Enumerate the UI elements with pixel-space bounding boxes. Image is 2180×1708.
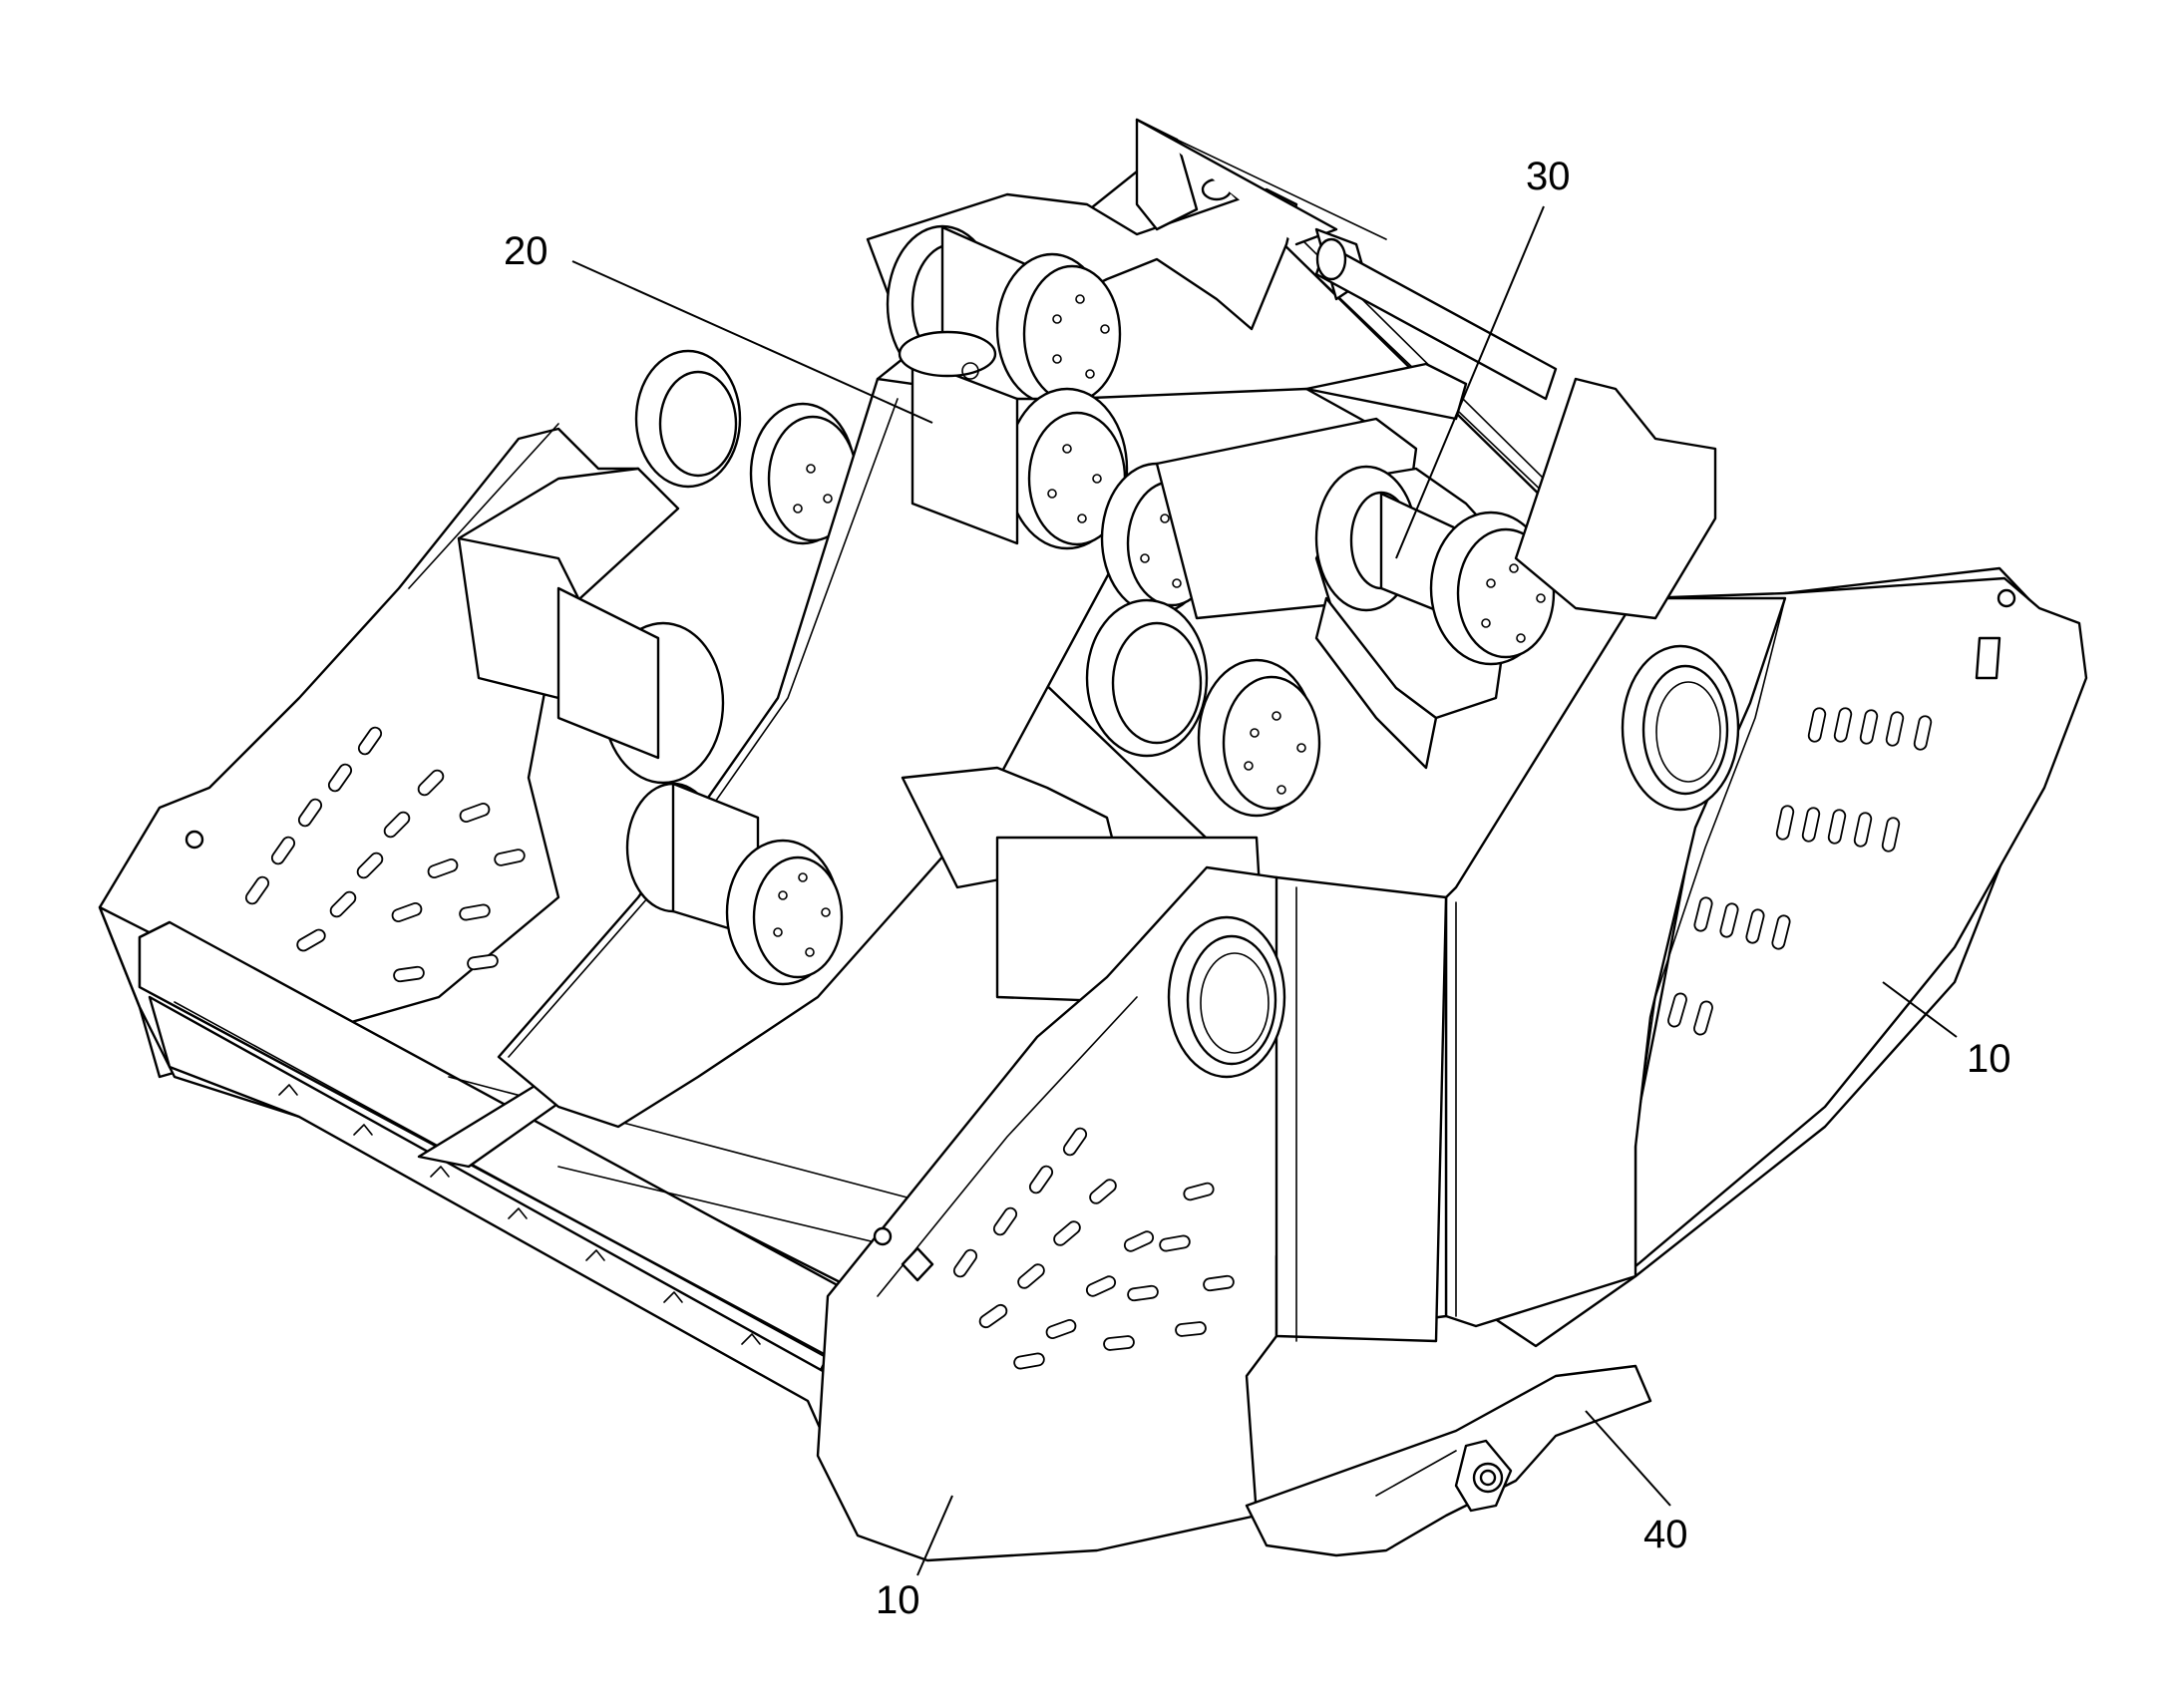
lower-left-cylinder [625,782,844,986]
leader-20 [571,260,933,424]
leader-lines [571,205,1958,1576]
leader-40 [1585,1410,1671,1507]
ref-label-10-right: 10 [1967,1037,2011,1081]
right-plate-slots [1667,707,1933,1036]
left-plate-slots [244,726,526,983]
leader-30 [1395,205,1545,559]
leader-10-right [1882,981,1958,1038]
right-cylinder-30 [1314,377,1717,770]
front-side-plate [816,865,1448,1562]
lip-teeth [278,1084,761,1345]
reference-labels: 20 30 10 10 40 [504,155,2011,1622]
leader-10-bottom [916,1495,953,1576]
ref-label-40: 40 [1643,1513,1688,1556]
front-plate-slots [952,1127,1235,1370]
ref-label-10-bottom: 10 [876,1578,920,1622]
right-central-cylinder [1100,362,1468,620]
tooth-adapter [1245,1364,1652,1557]
left-rear-cylinder [457,349,859,785]
ref-label-30: 30 [1526,155,1571,198]
ref-label-20: 20 [504,229,548,273]
